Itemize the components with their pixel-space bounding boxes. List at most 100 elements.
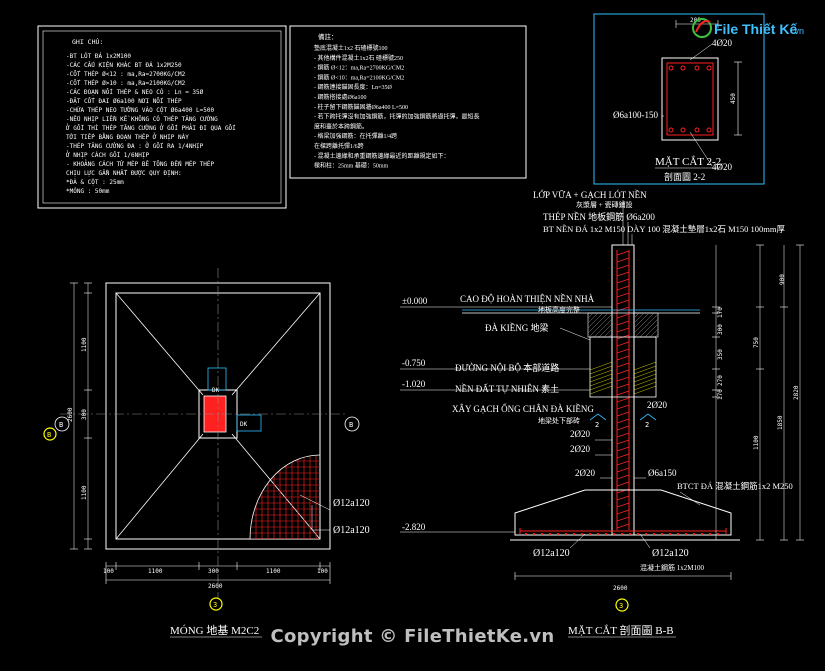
site-logo[interactable]: File Thiết Kế .vn (690, 8, 820, 48)
bb-bar-2020-a: 2Ø20 (647, 400, 667, 410)
section22-stirrup: Ø6a100-150 (613, 110, 658, 120)
logo-swoosh-icon (695, 20, 711, 33)
notes-vn-line: TỚI TIẾP BẰNG ĐOẠN THÉP Ở NHỊP NÀY (66, 133, 189, 141)
plan-axis-b-left-yellow: B (47, 431, 51, 439)
notes-cn-box: 備註： 墊底混凝土1x2 石碴標號100 - 其他構件混凝土1x2石 碴標號250… (289, 25, 527, 179)
notes-cn-line: - 鋼筋連接錨固長度：Ln=35Ø (314, 83, 393, 91)
bb-stirrup: Ø6a150 (648, 468, 677, 478)
bb-label-nendat: NỀN ĐẤT TỰ NHIÊN 素土 (455, 383, 559, 394)
plan-dim-left-2: 300 (81, 409, 88, 420)
notes-cn-line: - 柱子留下鋼筋錨固牆Ø6a400 L=500 (314, 103, 408, 111)
notes-vn-box: GHI CHÚ: -BT LÓT ĐÁ 1x2M100-CÁC CẤU KIỆN… (37, 25, 287, 209)
notes-cn-line: 在樑跨離托彈1/6跨 (314, 142, 364, 150)
notes-vn-line: CHỊU LỰC GẦN NHẤT ĐƯỢC QUY ĐỊNH: (66, 170, 182, 177)
plan-dk-right: DK (240, 421, 248, 428)
notes-vn-title: GHI CHÚ: (72, 37, 103, 46)
notes-vn-line: *MÓNG : 50mm (66, 188, 110, 195)
bb-section-mark-right: 2 (645, 421, 649, 429)
notes-cn-line: - 混凝土邊緣和承重鋼筋邊緣最近的距離規定如下： (314, 152, 450, 160)
slab-hatch (587, 312, 659, 338)
section22-title: MẶT CẮT 2-2 (655, 155, 721, 168)
notes-vn-line: -CÁC CẤU KIỆN KHÁC BT ĐÁ 1x2M250 (66, 61, 182, 69)
plan-dim-bottom-4: 1100 (266, 568, 281, 575)
notes-cn-line: - 鋼筋搭接處Ø6a100 (314, 93, 367, 101)
notes-vn-line: - KHOẢNG CÁCH TỪ MÉP BÊ TÔNG ĐẾN MÉP THÉ… (66, 160, 214, 168)
section22-bar-top: 4Ø20 (712, 38, 732, 48)
notes-vn-line: Ở GỐI THÌ THÉP TĂNG CƯỜNG Ở GỐI PHẢI ĐI … (66, 124, 236, 132)
notes-cn-line: - 其他構件混凝土1x2石 碴標號250 (314, 54, 403, 62)
bb-label-top1: LỚP VỮA + GẠCH LÓT NỀN (533, 190, 647, 200)
footing-bar-dots (524, 532, 720, 536)
bb-dim-right-3: 300 (717, 324, 724, 335)
bb-dim-right2-3: 1850 (777, 415, 784, 430)
bb-level-000: ±0.000 (402, 296, 428, 306)
section22-bar-bottom: 4Ø20 (712, 162, 732, 172)
section22-dim-height: 450 (730, 93, 737, 104)
bb-bar-2020-d: 2Ø20 (575, 468, 595, 478)
notes-vn-line: -CỐT THÉP Ø>10 : ma,Ra=2100KG/CM2 (66, 79, 186, 87)
bb-dim-right-2: 170 (717, 307, 724, 318)
bb-dim-bottom: 2600 (613, 585, 628, 592)
bb-dim-right2-4: 2820 (793, 385, 800, 400)
notes-vn-line: *ĐÀ & CỘT : 25mm (66, 179, 124, 186)
plan-dim-bottom-total: 2600 (208, 583, 223, 590)
bb-label-duongnoibo: ĐƯỜNG NỘI BỘ 本部道路 (455, 362, 559, 373)
plan-dim-bottom-5: 100 (317, 568, 328, 575)
notes-cn-line: - 格梁加強鋼筋：在托彈離1/4跨 (314, 132, 397, 140)
notes-vn-line: -THÉP TĂNG CƯỜNG ĐA : Ở GỐI RA 1/4NHỊP (66, 142, 204, 150)
notes-vn-line: -CÁC ĐOẠN NỐI THÉP & NEO CÓ : Ln = 35Ø (66, 88, 204, 96)
bb-bar-2020-b: 2Ø20 (570, 429, 590, 439)
bb-label-finish: CAO ĐỘ HOÀN THIỆN NỀN NHÀ (460, 294, 595, 304)
rebar-mesh (250, 455, 320, 539)
plan-dim-left-1: 1100 (81, 337, 88, 352)
bb-dim-right-5: 270 (717, 375, 724, 386)
plan-dim-bottom-3: 300 (208, 568, 219, 575)
notes-cn-line: - 鋼筋 Ø<10：ma,Ra=2100KG/CM2 (314, 73, 404, 81)
bb-axis-3: 3 (619, 602, 623, 610)
bb-dim-right-6: 170 (717, 389, 724, 400)
bb-rebar-bottom-1: Ø12a120 (533, 548, 570, 559)
section-b-b: LỚP VỮA + GẠCH LÓT NỀN 灰漿層 + 瓷磚鋪設 THÉP N… (400, 190, 804, 638)
logo-leaf-icon (692, 18, 712, 38)
bb-dim-right-1: 900 (779, 274, 786, 285)
notes-cn-line: 樑和柱：25mm 基礎：50mm (314, 162, 389, 170)
notes-cn-line: - 若下跨托彈沒有加強鋼筋，托彈的加強鋼筋將過托彈，最短長 (314, 113, 480, 121)
bb-label-btct: BTCT ĐÁ 混凝土鋼筋1x2 M250 (677, 481, 793, 491)
notes-cn-lines: 墊底混凝土1x2 石碴標號100 - 其他構件混凝土1x2石 碴標號250 - 鋼筋… (314, 44, 480, 170)
bb-level-0750: -0.750 (402, 358, 426, 368)
notes-cn-title: 備註： (318, 32, 338, 41)
bb-title: MẶT CẮT 剖面圖 B-B (568, 623, 674, 637)
notes-vn-lines: -BT LÓT ĐÁ 1x2M100-CÁC CẤU KIỆN KHÁC BT … (66, 53, 236, 195)
column-stirrups (616, 250, 630, 529)
plan-dim-bottom-2: 1100 (148, 568, 163, 575)
bb-section-mark-left: 2 (595, 421, 599, 429)
notes-vn-line: -CHỪA THÉP NEO TƯỜNG VÀO CỘT Ø6a400 L=50… (66, 106, 214, 114)
notes-cn-line: - 鋼筋 Ø<12：ma,Ra=2700KG/CM2 (314, 64, 404, 72)
soil-hatch (589, 361, 657, 395)
logo-tld: .vn (792, 26, 804, 36)
plan-rebar-label-1: Ø12a120 (333, 498, 370, 509)
notes-cn-line: 墊底混凝土1x2 石碴標號100 (314, 44, 388, 52)
plan-dim-left-total: 2600 (67, 407, 74, 422)
plan-dk-top: DK (212, 387, 220, 394)
notes-vn-line: -NẾU NHỊP LIỀN KỀ KHÔNG CÓ THÉP TĂNG CƯỜ… (66, 115, 218, 123)
plan-rebar-label-2: Ø12a120 (333, 525, 370, 536)
bb-bar-2020-c: 2Ø20 (570, 444, 590, 454)
notes-cn-line: 度和臺於本跨鋼筋。 (314, 122, 368, 130)
plan-dim-left-3: 1100 (81, 485, 88, 500)
notes-vn-line: -BT LÓT ĐÁ 1x2M100 (66, 53, 131, 60)
bb-label-xaygach-cn: 地梁处下部砖 (538, 416, 580, 425)
bb-label-btlot: 混凝土鋼筋 1x2M100 (640, 563, 704, 572)
foundation-plan: DK DK Ø12a120 Ø12a120 B B B 1100 300 (43, 268, 370, 638)
plan-axis-3: 3 (213, 601, 217, 609)
bb-dim-right2-2: 1100 (753, 435, 760, 450)
bb-label-dakieng: ĐÀ KIỀNG 地梁 (485, 322, 549, 333)
notes-vn-line: Ở NHỊP CÁCH GỐI 1/6NHỊP (66, 151, 149, 159)
bb-level-1020: -1.020 (402, 379, 426, 389)
bb-level-2820: -2.820 (402, 522, 426, 532)
bb-label-top2: THÉP NỀN 地板鋼筋 Ø6a200 (543, 211, 655, 222)
bb-dim-right2-1: 750 (753, 337, 760, 348)
bb-label-xaygach: XÂY GẠCH ỐNG CHÂN ĐÀ KIỀNG (452, 404, 594, 414)
